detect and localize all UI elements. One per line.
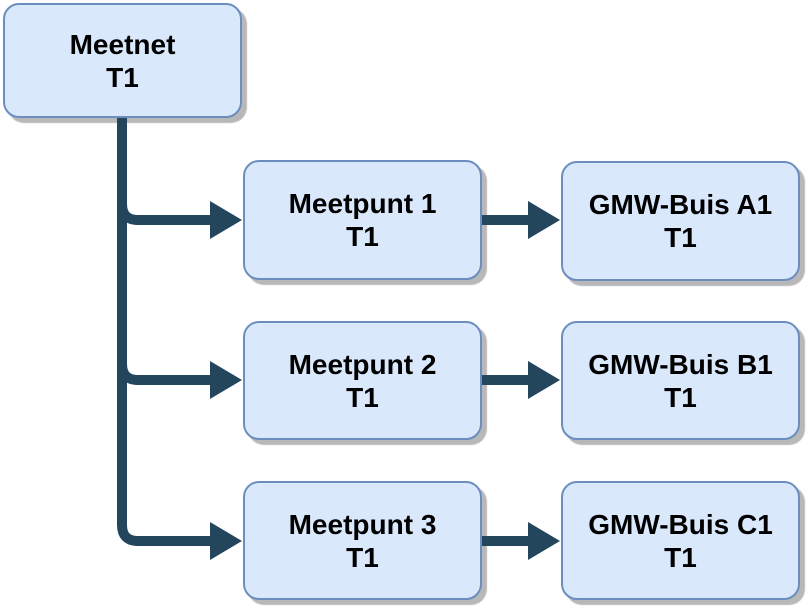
edge-meetpunt-2-to-gmw-buis-b1 [482, 361, 560, 399]
node-meetpunt-3[interactable]: Meetpunt 3 T1 [243, 481, 482, 600]
node-meetpunt-3-subtitle: T1 [346, 541, 379, 573]
node-meetnet-subtitle: T1 [106, 61, 139, 93]
node-gmw-buis-a1[interactable]: GMW-Buis A1 T1 [561, 161, 800, 281]
node-gmw-buis-a1-title: GMW-Buis A1 [588, 189, 773, 220]
node-gmw-buis-b1-title: GMW-Buis B1 [588, 348, 773, 380]
node-gmw-buis-b1-subtitle: T1 [664, 381, 697, 413]
node-meetpunt-1-subtitle: T1 [346, 221, 379, 252]
edge-meetpunt-3-to-gmw-buis-c1 [482, 522, 560, 560]
node-meetpunt-2-subtitle: T1 [346, 381, 379, 413]
node-gmw-buis-c1-title: GMW-Buis C1 [588, 508, 773, 540]
edge-meetnet-to-meetpunt-2 [117, 361, 242, 399]
node-gmw-buis-c1-subtitle: T1 [664, 541, 697, 573]
edge-meetpunt-1-to-gmw-buis-a1 [482, 201, 560, 239]
node-gmw-buis-b1[interactable]: GMW-Buis B1 T1 [561, 321, 800, 440]
node-meetpunt-1[interactable]: Meetpunt 1 T1 [243, 160, 482, 280]
edge-meetnet-to-meetpunt-3 [117, 118, 242, 560]
node-meetnet-title: Meetnet [69, 28, 176, 60]
node-meetpunt-2-title: Meetpunt 2 [288, 348, 437, 380]
node-meetpunt-2[interactable]: Meetpunt 2 T1 [243, 321, 482, 440]
node-meetpunt-3-title: Meetpunt 3 [288, 508, 437, 540]
node-gmw-buis-c1[interactable]: GMW-Buis C1 T1 [561, 481, 800, 600]
node-meetpunt-1-title: Meetpunt 1 [288, 188, 437, 219]
edge-meetnet-to-meetpunt-1 [117, 201, 242, 239]
node-gmw-buis-a1-subtitle: T1 [664, 222, 697, 253]
node-meetnet[interactable]: Meetnet T1 [3, 3, 242, 118]
